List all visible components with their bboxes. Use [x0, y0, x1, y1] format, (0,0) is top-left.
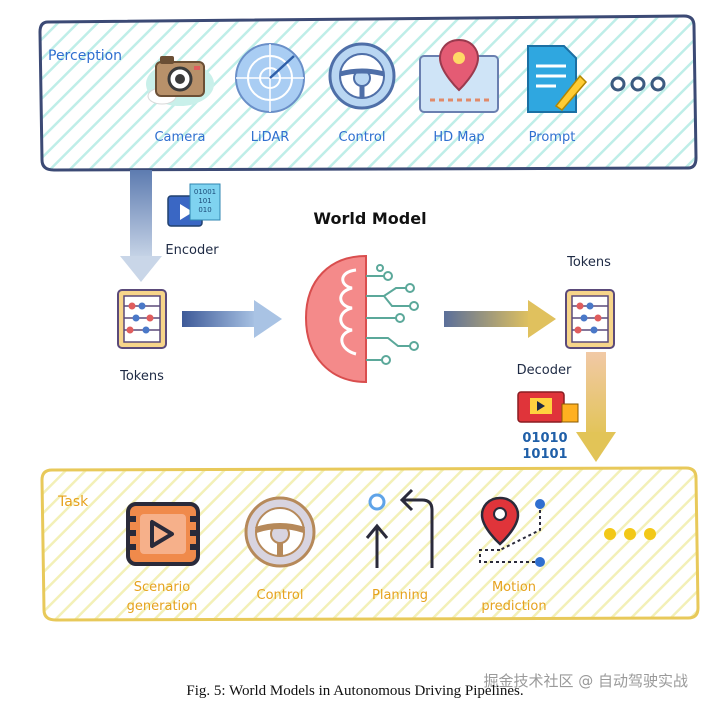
video-binary-icon — [517, 391, 579, 423]
decoder-bits-top: 01010 — [522, 431, 567, 446]
route-arrows-icon — [365, 488, 434, 568]
encoder-label: Encoder — [165, 243, 219, 258]
map-pin-icon — [419, 38, 499, 113]
abacus-icon — [565, 289, 615, 349]
svg-text:101: 101 — [198, 197, 211, 205]
camera-icon — [146, 56, 214, 106]
svg-text:01001: 01001 — [194, 188, 216, 196]
perception-label-lidar: LiDAR — [251, 130, 290, 145]
perception-label-control: Control — [339, 130, 386, 145]
task-label-motion-line2: prediction — [481, 599, 546, 614]
task-box — [40, 466, 700, 622]
decoder-arrow — [576, 352, 616, 462]
tokens-right-label: Tokens — [566, 255, 611, 270]
decoder-label: Decoder — [517, 363, 572, 378]
svg-text:010: 010 — [198, 206, 211, 214]
task-label-motion-line1: Motion — [492, 580, 536, 595]
brain-circuit-icon — [304, 254, 419, 384]
task-panel: Task Scenario generation Control — [40, 466, 700, 622]
steering-wheel-icon — [328, 42, 396, 110]
decoder-bits-bottom: 10101 — [522, 447, 567, 462]
steering-wheel-icon — [244, 496, 316, 568]
world-model-title: World Model — [313, 209, 426, 228]
encoder-arrow — [120, 170, 162, 282]
document-pen-icon — [527, 45, 588, 113]
perception-label-hdmap: HD Map — [433, 130, 484, 145]
task-label-planning: Planning — [372, 588, 428, 603]
arrow-to-world-model — [182, 300, 282, 338]
ellipsis-icon — [610, 76, 666, 92]
video-binary-icon: 01001 101 010 — [167, 183, 221, 227]
perception-panel: Perception Camera LiDAR — [38, 14, 698, 172]
task-label-scenario-line1: Scenario — [134, 580, 191, 595]
figure-caption: Fig. 5: World Models in Autonomous Drivi… — [186, 683, 524, 699]
watermark: 掘金技术社区 @ 自动驾驶实战 — [483, 672, 688, 690]
perception-label-prompt: Prompt — [529, 130, 576, 145]
task-title: Task — [57, 494, 89, 510]
abacus-icon — [117, 289, 167, 349]
video-play-icon — [126, 502, 200, 566]
tokens-left-label: Tokens — [119, 369, 164, 384]
task-label-control: Control — [257, 588, 304, 603]
task-label-scenario-line2: generation — [127, 599, 198, 614]
radar-icon — [235, 43, 305, 113]
perception-label-camera: Camera — [154, 130, 205, 145]
perception-title: Perception — [48, 48, 122, 64]
trajectory-pin-icon — [479, 496, 545, 567]
arrow-to-decoder — [444, 300, 556, 338]
ellipsis-icon — [604, 528, 656, 540]
